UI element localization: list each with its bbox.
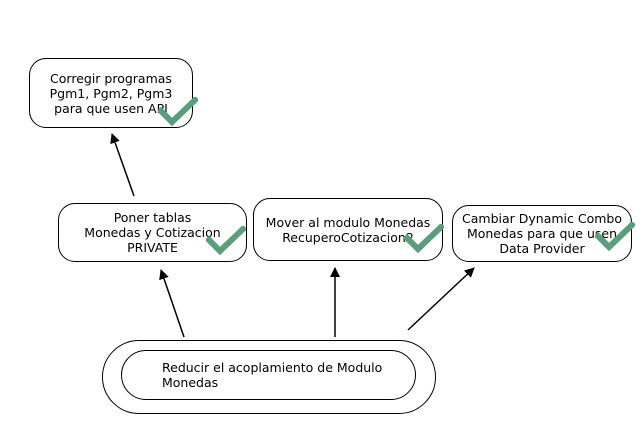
check-mark-icon (158, 97, 198, 127)
task-node-cambiar-dynamic-combo[interactable]: Cambiar Dynamic Combo Monedas para que u… (452, 205, 635, 262)
task-label: Poner tablas Monedas y Cotizacion PRIVAT… (84, 210, 221, 255)
task-label: Cambiar Dynamic Combo Monedas para que u… (462, 211, 622, 256)
task-node-poner-tablas[interactable]: Poner tablas Monedas y Cotizacion PRIVAT… (58, 203, 247, 262)
goal-label: Reducir el acoplamiento de Modulo Moneda… (162, 360, 383, 390)
task-node-corregir-programas[interactable]: Corregir programas Pgm1, Pgm2, Pgm3 para… (29, 58, 198, 128)
edge-goal-to-cambiar (407, 267, 475, 331)
goal-node-reducir-acoplamiento[interactable]: Reducir el acoplamiento de Modulo Moneda… (121, 350, 416, 400)
edge-goal-to-poner (159, 269, 185, 338)
task-label: Corregir programas Pgm1, Pgm2, Pgm3 para… (49, 70, 173, 116)
task-label: Mover al modulo Monedas RecuperoCotizaci… (265, 214, 431, 245)
task-node-mover-modulo[interactable]: Mover al modulo Monedas RecuperoCotizaci… (253, 198, 444, 261)
edge-poner-to-corregir (110, 133, 135, 197)
check-mark-icon (206, 226, 246, 256)
check-mark-icon (595, 222, 635, 252)
check-mark-icon (404, 224, 444, 254)
